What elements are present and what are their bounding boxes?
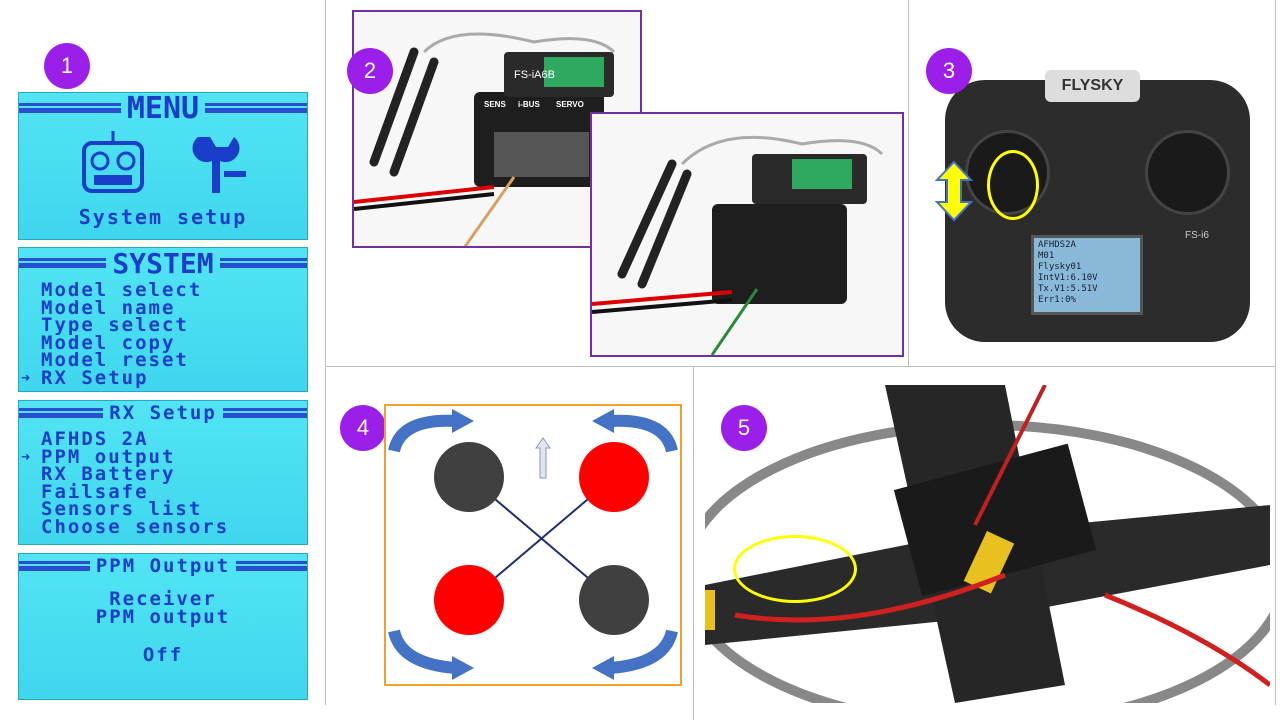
menu-item-rx-battery[interactable]: RX Battery [41, 463, 176, 485]
menu-item-failsafe[interactable]: Failsafe [41, 480, 149, 503]
step-badge-3: 3 [926, 48, 972, 94]
lcd-title: RX Setup [109, 402, 217, 424]
forward-arrow-icon [535, 437, 551, 479]
throttle-highlight [987, 150, 1039, 220]
divider [908, 0, 909, 366]
ppm-value: Off [142, 644, 184, 666]
port-label-servo: SERVO [554, 100, 586, 109]
menu-item-afhds[interactable]: AFHDS 2A [41, 428, 149, 450]
motor-front-right [579, 442, 649, 512]
brand-logo: FLYSKY [1045, 70, 1140, 102]
divider [325, 0, 326, 705]
right-stick [1145, 130, 1230, 215]
motor-front-left [434, 442, 504, 512]
lcd-int-voltage: IntV1:6.10V [1038, 273, 1098, 283]
menu-item-model-reset[interactable]: Model reset [41, 349, 189, 371]
lcd-model-name: Flysky01 [1038, 262, 1082, 272]
motor-diagram [384, 404, 682, 686]
divider [325, 366, 1275, 367]
receiver-photo-frame-2 [590, 112, 904, 357]
receiver-image: FS-iA6B [353, 32, 616, 249]
lcd-model-no: M01 [1038, 251, 1055, 261]
motor-layout [388, 409, 678, 680]
port-label-ibus: i-BUS [516, 100, 542, 109]
port-label-sens: SENS [482, 100, 508, 109]
quadcopter-photo [705, 385, 1270, 703]
menu-item-model-name[interactable]: Model name [41, 296, 176, 319]
wire-highlight [733, 535, 857, 603]
menu-item-ppm-output[interactable]: PPM output [19, 447, 307, 467]
transmitter-photo: FLYSKY AFHDS2A M01 Flysky01 IntV1:6.10V … [945, 70, 1250, 342]
transmitter-lcd: AFHDS2A M01 Flysky01 IntV1:6.10V Tx.V1:5… [1031, 235, 1143, 315]
lcd-menu-screen: MENU System setup [18, 92, 308, 240]
lcd-system-screen: SYSTEM Model select Model name Type sele… [18, 247, 308, 392]
lcd-protocol: AFHDS2A [1038, 240, 1076, 250]
menu-item-type-select[interactable]: Type select [41, 314, 189, 336]
transmitter-icon [82, 131, 144, 193]
lcd-caption: System setup [78, 205, 248, 229]
menu-item-model-select[interactable]: Model select [41, 279, 203, 301]
step-badge-5: 5 [721, 405, 767, 451]
step-badge-2: 2 [347, 48, 393, 94]
receiver-image [591, 135, 884, 356]
menu-item-model-copy[interactable]: Model copy [41, 331, 176, 354]
lcd-ppm-screen: PPM Output Receiver PPM output Off [18, 553, 308, 700]
rotation-arrow-icons [388, 414, 678, 674]
lcd-title: MENU [126, 92, 200, 126]
model-label: FS-i6 [1185, 230, 1209, 241]
lcd-tx-voltage: Tx.V1:5.51V [1038, 284, 1098, 294]
step-badge-1: 1 [44, 43, 90, 89]
divider [693, 366, 694, 720]
lcd-title: SYSTEM [112, 247, 214, 280]
lcd-error-rate: Err1:0% [1038, 295, 1076, 305]
ppm-line-2: PPM output [95, 606, 231, 628]
receiver-label: FS-iA6B [514, 69, 555, 81]
motor-rear-left [434, 565, 504, 635]
divider [1275, 0, 1276, 705]
menu-item-sensors-list[interactable]: Sensors list [41, 498, 203, 520]
menu-item-choose-sensors[interactable]: Choose sensors [41, 515, 230, 538]
wrench-screwdriver-icon [192, 137, 246, 193]
step-badge-4: 4 [340, 405, 386, 451]
motor-rear-right [579, 565, 649, 635]
lcd-rx-setup-screen: RX Setup AFHDS 2A PPM output RX Battery … [18, 400, 308, 545]
ppm-line-1: Receiver [109, 588, 217, 610]
lcd-title: PPM Output [95, 555, 231, 577]
menu-item-rx-setup[interactable]: RX Setup [19, 368, 307, 388]
up-down-arrow-icon [935, 160, 973, 222]
